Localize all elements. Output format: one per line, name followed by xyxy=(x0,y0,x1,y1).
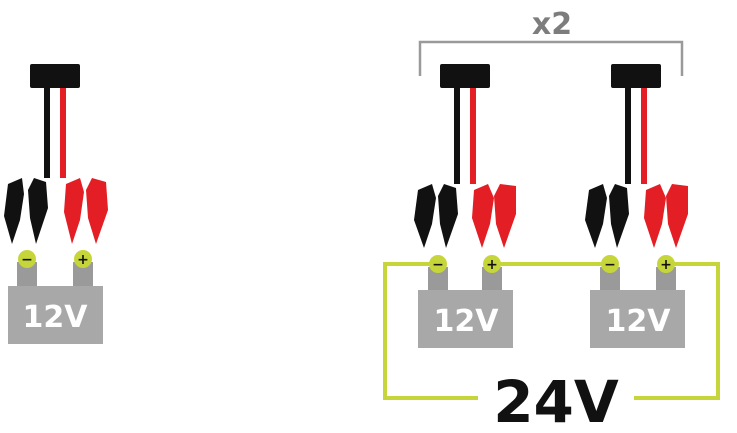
multiplier-bracket xyxy=(418,40,684,76)
black-clamp-icon xyxy=(4,178,48,244)
negative-sign: − xyxy=(604,257,616,273)
positive-post xyxy=(656,267,676,293)
multiplier-label: x2 xyxy=(532,7,572,42)
total-voltage-label: 24V xyxy=(493,368,619,433)
negative-terminal xyxy=(429,255,447,273)
negative-terminal xyxy=(601,255,619,273)
red-clamp-icon xyxy=(644,184,688,248)
battery-icon xyxy=(590,290,685,348)
positive-sign: + xyxy=(77,252,89,268)
single-charger-set: − + 12V xyxy=(4,64,108,344)
series-battery-1: − + 12V xyxy=(418,255,513,348)
battery-label: 12V xyxy=(434,304,500,339)
negative-sign: − xyxy=(21,252,33,268)
black-clamp-icon xyxy=(585,184,629,248)
voltage-label-backing xyxy=(478,376,634,424)
red-clamp-icon xyxy=(472,184,516,248)
battery-icon xyxy=(418,290,513,348)
negative-sign: − xyxy=(432,257,444,273)
red-clamp-icon xyxy=(64,178,108,244)
charger-1 xyxy=(414,64,516,248)
positive-sign: + xyxy=(486,257,498,273)
positive-terminal xyxy=(657,255,675,273)
negative-post xyxy=(600,267,620,293)
negative-post xyxy=(428,267,448,293)
cable-plug-icon xyxy=(611,64,661,88)
positive-post xyxy=(482,267,502,293)
cable-plug-icon xyxy=(30,64,80,88)
battery-icon xyxy=(8,286,103,344)
battery-label: 12V xyxy=(606,304,672,339)
black-clamp-icon xyxy=(414,184,458,248)
positive-sign: + xyxy=(660,257,672,273)
charger-2 xyxy=(585,64,688,248)
negative-terminal xyxy=(18,250,36,268)
series-battery-2: − + 12V xyxy=(590,255,685,348)
series-charger-set: x2 xyxy=(383,7,720,433)
cable-plug-icon xyxy=(440,64,490,88)
positive-terminal xyxy=(483,255,501,273)
positive-terminal xyxy=(74,250,92,268)
negative-post xyxy=(17,262,37,288)
positive-post xyxy=(73,262,93,288)
battery-label: 12V xyxy=(23,300,89,335)
